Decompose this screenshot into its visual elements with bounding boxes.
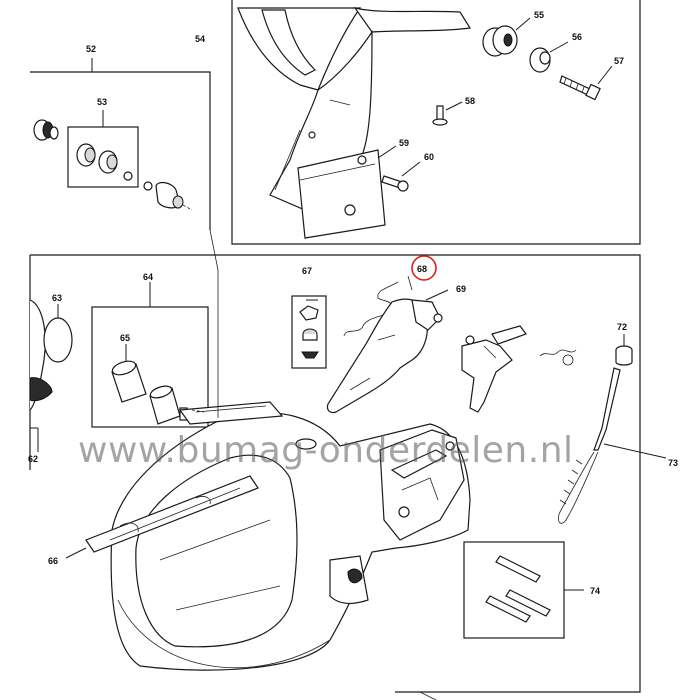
pins-74-part [485, 555, 551, 623]
callout-53: 53 [97, 97, 107, 107]
callout-69: 69 [456, 284, 466, 294]
screw-60-part [381, 161, 421, 192]
leader-dashed [191, 409, 205, 413]
leader-frame-join [209, 229, 219, 271]
throttle-cable-73-part [558, 367, 667, 524]
damper-53-part [76, 143, 133, 181]
callout-56: 56 [572, 32, 582, 42]
small-spring-part [539, 349, 577, 366]
group-64-box [91, 306, 209, 428]
callout-66: 66 [48, 556, 58, 566]
group-74-box [463, 541, 565, 639]
mount-63-part [29, 299, 73, 411]
callout-74: 74 [590, 586, 600, 596]
callout-63: 63 [52, 293, 62, 303]
callout-54: 54 [195, 34, 205, 44]
callout-57: 57 [614, 56, 624, 66]
frame-upper-right [231, 0, 641, 245]
callout-65: 65 [120, 333, 130, 343]
callout-68: 68 [417, 264, 427, 274]
callout-58: 58 [465, 96, 475, 106]
highlight-circle-68 [411, 255, 437, 281]
frame-left-upper [30, 71, 211, 230]
rubber-mount-part [33, 119, 59, 141]
grommet-55-part [482, 17, 531, 57]
leader-bottom [419, 691, 437, 700]
callout-52: 52 [86, 44, 96, 54]
clip-67-part [299, 305, 319, 359]
bushing-part [143, 181, 193, 211]
bolt-57-part [559, 65, 613, 101]
callout-55: 55 [534, 10, 544, 20]
leader-59 [377, 145, 397, 159]
rear-handle-part [237, 7, 472, 239]
callout-67: 67 [302, 266, 312, 276]
callout-72: 72 [617, 322, 627, 332]
housing-part [110, 412, 471, 671]
callout-60: 60 [424, 152, 434, 162]
throttle-lockout-part [461, 325, 527, 413]
throttle-trigger-69-part [326, 289, 449, 414]
guide-bar-66-part [65, 401, 284, 559]
callout-59: 59 [399, 138, 409, 148]
group-67-box [291, 295, 327, 369]
callout-62: 62 [28, 454, 38, 464]
damper-65-part [111, 360, 188, 425]
callout-64: 64 [143, 272, 153, 282]
washer-56-part [529, 41, 569, 73]
callout-73: 73 [668, 458, 678, 468]
cap-72-part [615, 334, 633, 366]
screw-58-part [432, 101, 463, 126]
